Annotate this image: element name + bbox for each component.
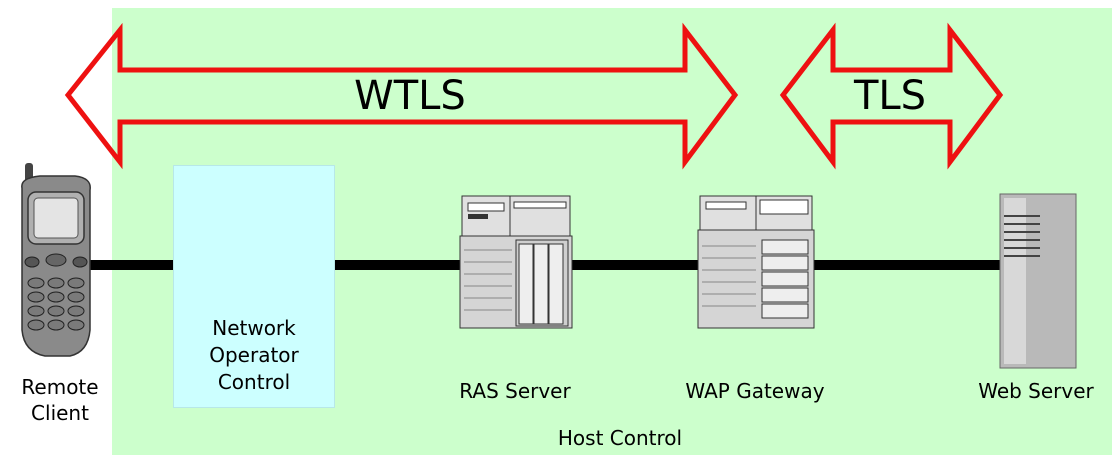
remote-client-label: Remote Client <box>21 375 99 425</box>
tls-label: TLS <box>853 73 927 119</box>
wap-gateway-icon <box>697 195 815 329</box>
ras-server-label: RAS Server <box>459 379 571 403</box>
wap-gateway-label: WAP Gateway <box>685 379 825 403</box>
host-control-label: Host Control <box>557 426 683 450</box>
ras-server-icon <box>459 195 573 329</box>
network-operator-label: Network Operator Control <box>209 316 299 394</box>
web-server-icon <box>999 193 1077 369</box>
network-operator-zone <box>173 165 335 408</box>
tls-double-arrow <box>779 22 1004 170</box>
wtls-double-arrow <box>64 22 739 170</box>
mobile-phone-icon <box>21 163 91 357</box>
wtls-label: WTLS <box>354 73 466 119</box>
web-server-label: Web Server <box>978 379 1094 403</box>
